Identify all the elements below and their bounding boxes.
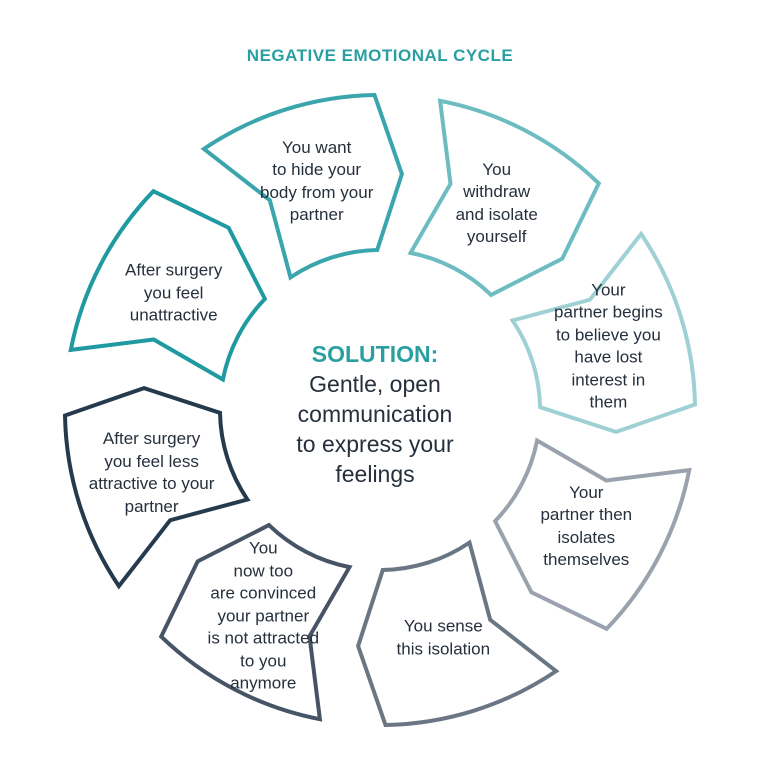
cycle-segment-2 — [200, 92, 405, 281]
cycle-step-7-text: You now too are convinced your partner i… — [207, 538, 320, 693]
solution-box: SOLUTION: Gentle, open communication to … — [245, 339, 505, 489]
cycle-step-2-text: You want to hide your body from your par… — [259, 137, 374, 225]
cycle-segment-4 — [509, 230, 698, 435]
cycle-segment-3 — [407, 98, 602, 298]
cycle-segment-7 — [158, 522, 353, 722]
cycle-segment-8 — [62, 385, 251, 590]
cycle-segment-6 — [355, 539, 560, 728]
cycle-step-6-text: You sense this isolation — [396, 616, 491, 659]
cycle-segment-5 — [492, 437, 692, 632]
cycle-step-3-text: You withdraw and isolate yourself — [455, 159, 538, 247]
cycle-step-5-text: Your partner then isolates themselves — [540, 482, 633, 570]
solution-heading: SOLUTION: — [311, 341, 439, 367]
cycle-step-8-text: After surgery you feel less attractive t… — [88, 429, 215, 516]
solution-text: Gentle, open communication to express yo… — [296, 371, 454, 487]
cycle-segment-1 — [68, 188, 268, 383]
cycle-step-4-text: Your partner begins to believe you have … — [554, 280, 663, 412]
cycle-step-1-text: After surgery you feel unattractive — [125, 260, 223, 325]
diagram-title: NEGATIVE EMOTIONAL CYCLE — [246, 46, 514, 65]
